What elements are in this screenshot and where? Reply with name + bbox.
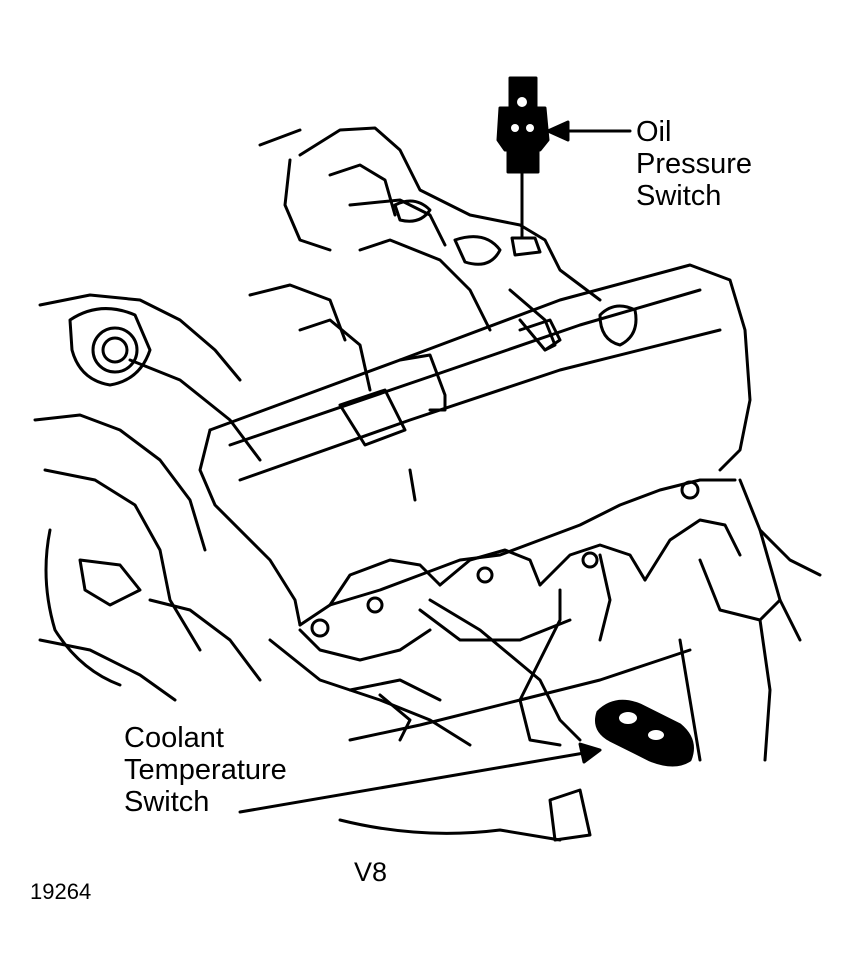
- leader-arrows: [238, 120, 632, 814]
- coolant-label-line-1: Coolant: [124, 722, 224, 754]
- oil-pressure-switch-drawing: [496, 76, 550, 257]
- figure-number: 19264: [30, 879, 92, 904]
- engine-block-drawing: [268, 553, 772, 842]
- front-accessories-drawing: [33, 293, 262, 702]
- engine-type-label: V8: [354, 857, 388, 887]
- coolant-label-line-3: Switch: [124, 786, 210, 818]
- coolant-temperature-switch-drawing: [595, 699, 694, 767]
- oil-label-line-1: Oil: [636, 116, 672, 148]
- oil-pressure-switch-label: Oil Pressure Switch: [636, 116, 752, 212]
- coolant-temperature-switch-label: Coolant Temperature Switch: [124, 722, 287, 818]
- oil-label-line-3: Switch: [636, 180, 722, 212]
- valve-cover-drawing: [198, 263, 752, 627]
- oil-label-line-2: Pressure: [636, 148, 753, 180]
- coolant-label-line-2: Temperature: [124, 754, 287, 786]
- exhaust-manifold-drawing: [298, 478, 822, 662]
